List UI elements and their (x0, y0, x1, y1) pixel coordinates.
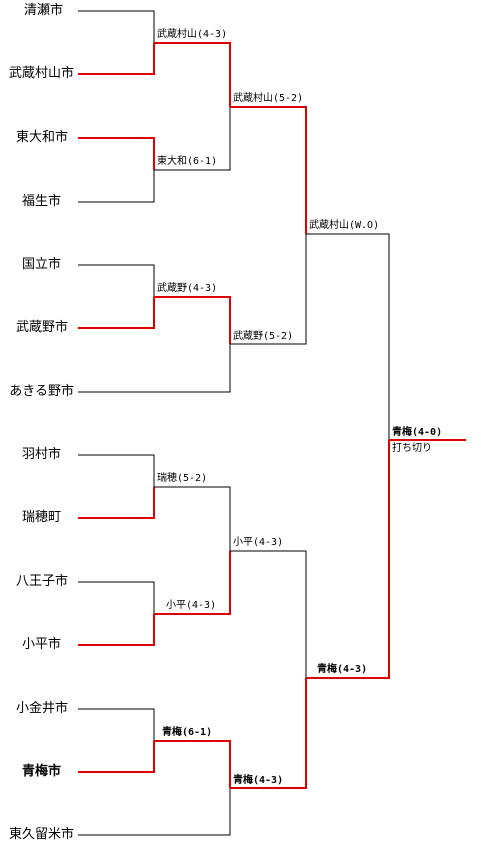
bracket-line (78, 487, 155, 519)
match-result: 瑞穂(5-2) (157, 473, 208, 484)
bracket-line (78, 741, 155, 773)
bracket-line (78, 454, 155, 487)
match-result: 青梅(4-3) (233, 775, 284, 786)
bracket-line (78, 614, 155, 646)
bracket-line (78, 43, 155, 75)
match-result: 武蔵村山(5-2) (233, 93, 304, 104)
bracket-line (230, 106, 307, 234)
final-result: 青梅(4-0) (392, 427, 443, 438)
match-result: 青梅(6-1) (162, 727, 213, 738)
team-label: 東大和市 (15, 130, 68, 145)
team-label: 国立市 (21, 257, 61, 272)
bracket-line (306, 440, 390, 679)
team-label: 羽村市 (21, 447, 61, 462)
bracket-line (230, 678, 307, 789)
bracket-line (154, 740, 231, 788)
bracket-line (78, 708, 155, 741)
match-result: 武蔵野(5-2) (233, 331, 294, 342)
bracket-line (78, 788, 231, 836)
match-result: 小平(4-3) (233, 537, 284, 548)
match-result: 武蔵野(4-3) (157, 283, 218, 294)
bracket-line (78, 297, 155, 329)
bracket-line (78, 344, 231, 393)
bracket-line (78, 581, 155, 614)
bracket-line (154, 42, 231, 107)
team-label: 武蔵野市 (15, 320, 68, 335)
bracket-line (230, 234, 307, 345)
match-result: 東大和(6-1) (157, 156, 218, 167)
team-label: 八王子市 (15, 574, 68, 589)
bracket-line (78, 170, 155, 203)
bracket-line (78, 10, 155, 43)
bracket-line (78, 137, 155, 170)
team-label: 清瀬市 (23, 3, 63, 18)
team-label: 小金井市 (15, 701, 68, 716)
bracket-line (78, 264, 155, 297)
bracket-line (154, 551, 231, 615)
final-note: 打ち切り (392, 443, 432, 454)
bracket-line (306, 233, 390, 440)
match-result: 武蔵村山(4-3) (157, 29, 228, 40)
team-label: 青梅市 (21, 764, 61, 779)
team-label: 福生市 (21, 194, 61, 209)
bracket-line (154, 107, 231, 171)
team-label: あきる野市 (9, 384, 74, 399)
bracket-line (154, 296, 231, 344)
match-result: 武蔵村山(W.O) (309, 220, 380, 231)
team-label: 瑞穂町 (21, 510, 61, 525)
team-label: 武蔵村山市 (8, 66, 74, 81)
team-label: 東久留米市 (8, 827, 74, 842)
bracket-line (230, 550, 307, 678)
bracket-line (154, 486, 231, 551)
match-result: 小平(4-3) (166, 600, 217, 611)
match-result: 青梅(4-3) (317, 664, 368, 675)
team-label: 小平市 (21, 637, 61, 652)
